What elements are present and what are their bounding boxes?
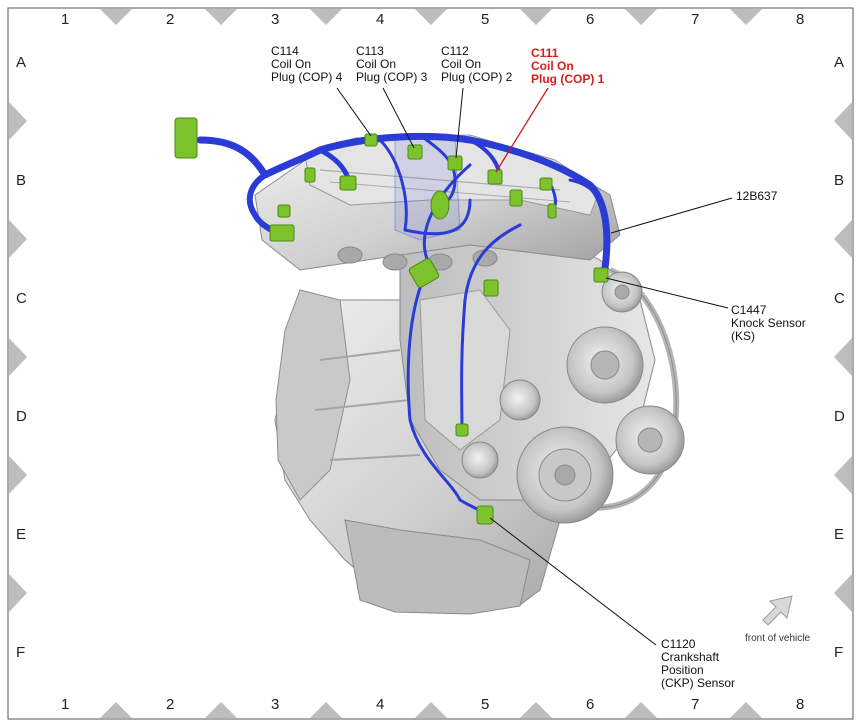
callout-c114-line2: Plug (COP) 4 [271,70,343,84]
col-label-3: 3 [271,11,280,28]
row-label-b: B [16,172,27,189]
row-label-f-right: F [834,644,844,661]
row-label-d: D [16,408,27,425]
harness-shroud [394,137,461,241]
col-label-7: 7 [691,11,700,28]
frame-markers [9,9,852,718]
col-label-1-bottom: 1 [61,696,70,713]
c113-connector-icon [407,144,423,160]
col-label-2-bottom: 2 [166,696,175,713]
front-of-vehicle-label: front of vehicle [745,633,811,644]
row-label-f: F [16,644,26,661]
row-label-c: C [16,290,27,307]
row-label-c-right: C [834,290,845,307]
callout-12b637-id: 12B637 [736,189,778,203]
row-label-d-right: D [834,408,845,425]
col-label-4-bottom: 4 [376,696,385,713]
callout-c112-line1: Coil On [441,57,482,71]
callout-c112: C112 Coil On Plug (COP) 2 [441,45,512,84]
col-label-4: 4 [376,11,385,28]
col-label-8: 8 [796,11,805,28]
c112-connector-icon [447,155,463,171]
callout-c1447-line2: (KS) [731,329,755,343]
callout-c1447-line1: Knock Sensor [731,316,806,330]
callout-c113: C113 Coil On Plug (COP) 3 [356,45,427,84]
callout-c1120-line1: Crankshaft [661,650,720,664]
callout-c111-id: C111 [531,46,559,60]
ckp-connector-icon [476,505,494,525]
callout-c1120-line3: (CKP) Sensor [661,676,736,690]
callout-c111: C111 Coil On Plug (COP) 1 [531,47,604,86]
front-of-vehicle-arrow-icon [762,595,793,626]
connectors [174,117,609,525]
col-label-5: 5 [481,11,490,28]
row-label-a-right: A [834,54,845,71]
callout-c1120-line2: Position [661,663,704,677]
col-label-6: 6 [586,11,595,28]
callout-c113-line1: Coil On [356,57,397,71]
frame-border [7,7,854,720]
c111-connector-icon [487,169,503,185]
callout-c114: C114 Coil On Plug (COP) 4 [271,45,342,84]
row-label-e: E [16,526,27,543]
callout-c111-line2: Plug (COP) 1 [531,72,605,86]
col-label-8-bottom: 8 [796,696,805,713]
callout-c114-line1: Coil On [271,57,312,71]
callout-c112-line2: Plug (COP) 2 [441,70,513,84]
callout-c114-id: C114 [271,44,299,58]
col-label-6-bottom: 6 [586,696,595,713]
main-harness-connector-icon [174,117,198,159]
callout-12b637: 12B637 [736,190,777,203]
row-label-e-right: E [834,526,845,543]
callout-c112-id: C112 [441,44,469,58]
callout-c113-line2: Plug (COP) 3 [356,70,428,84]
callout-c1447-id: C1447 [731,303,767,317]
col-label-5-bottom: 5 [481,696,490,713]
col-label-1: 1 [61,11,70,28]
callout-c1447: C1447 Knock Sensor (KS) [731,304,806,343]
col-label-2: 2 [166,11,175,28]
callout-c1120: C1120 Crankshaft Position (CKP) Sensor [661,638,735,690]
callout-c113-id: C113 [356,44,384,58]
row-label-a: A [16,54,27,71]
c114-connector-icon [364,133,378,147]
row-label-b-right: B [834,172,845,189]
callout-c1120-id: C1120 [661,637,696,651]
col-label-7-bottom: 7 [691,696,700,713]
ks-connector-icon [593,267,609,283]
col-label-3-bottom: 3 [271,696,280,713]
callout-c111-line1: Coil On [531,59,574,73]
